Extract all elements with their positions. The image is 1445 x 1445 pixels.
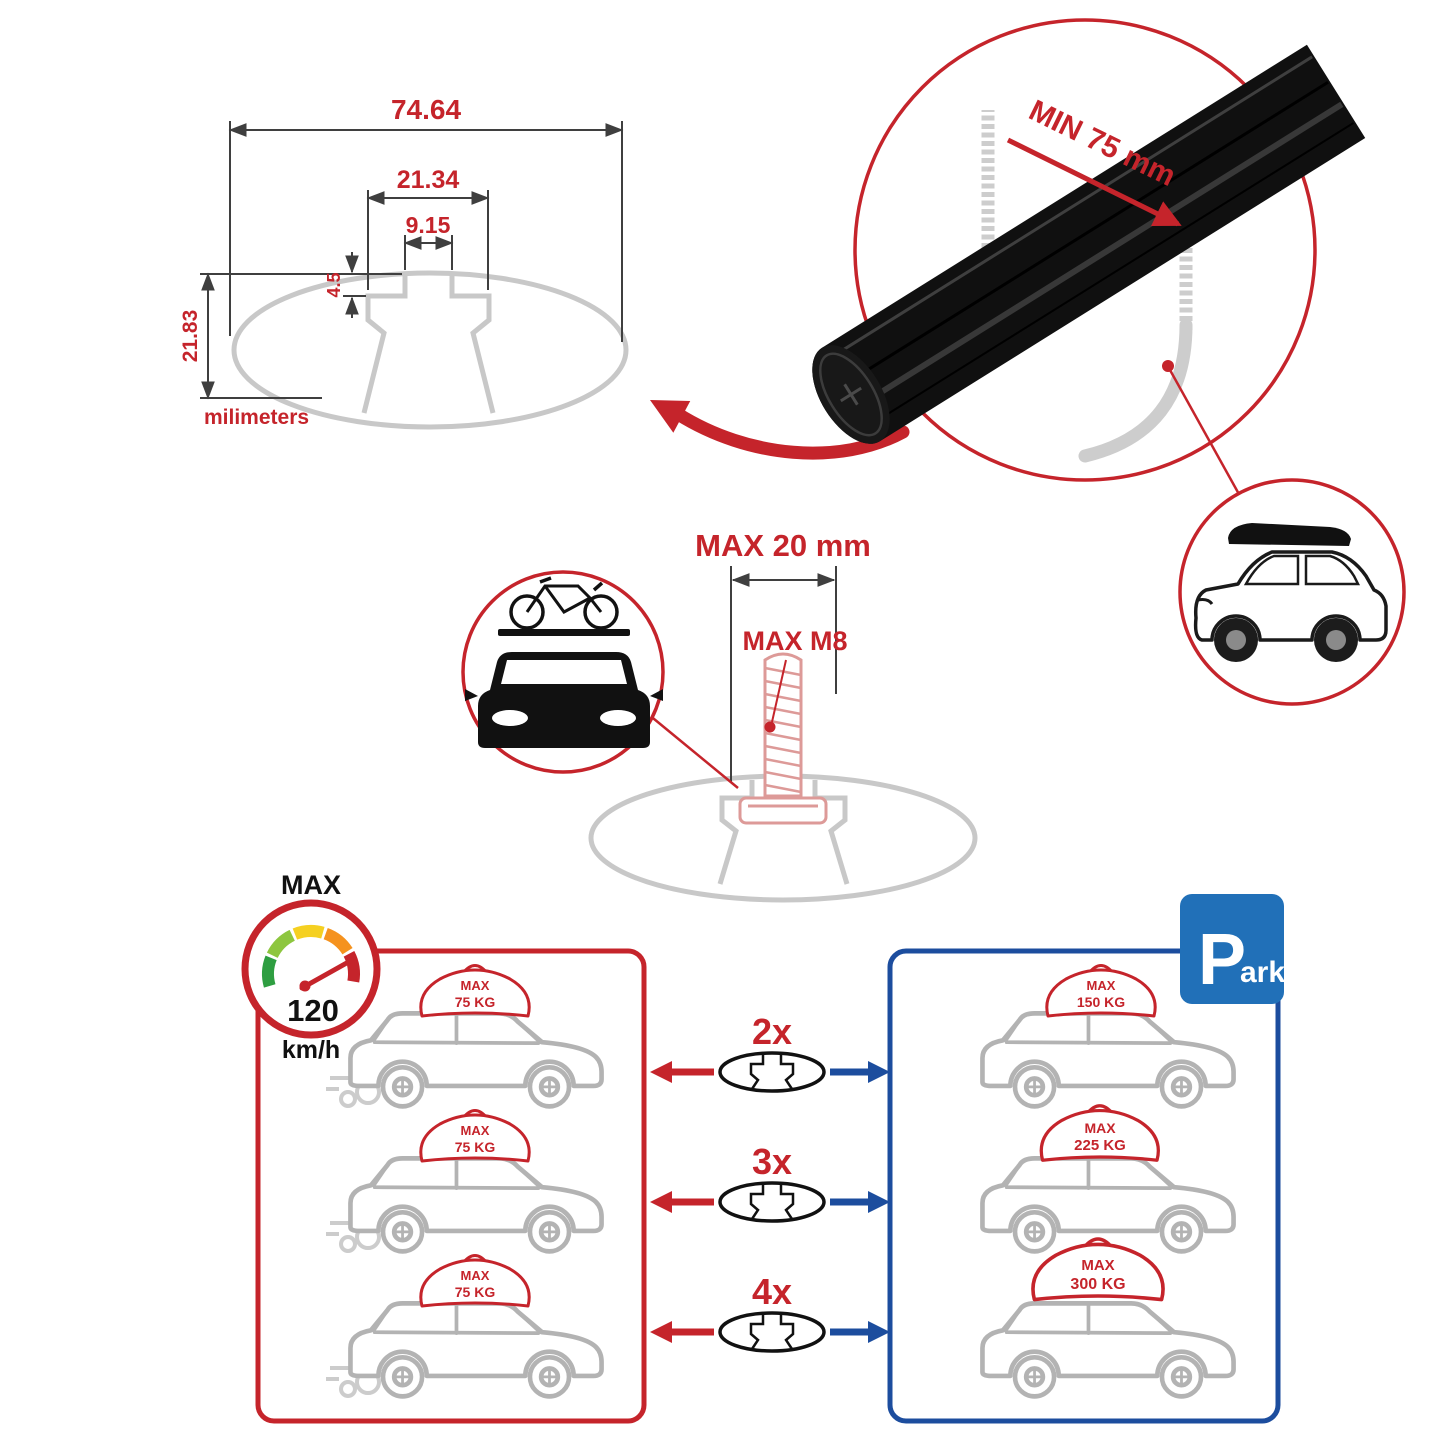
cargo-weight: 225 KG bbox=[1074, 1137, 1126, 1154]
min-span-arrow bbox=[1006, 137, 1182, 227]
roof-bar bbox=[498, 629, 630, 636]
bike-frame bbox=[525, 584, 603, 614]
parking-letter: P bbox=[1198, 920, 1246, 1000]
gauge-ring bbox=[241, 899, 381, 1039]
bolt-illustration bbox=[738, 652, 828, 825]
count-row-2x: 2x bbox=[650, 1011, 890, 1093]
roof-box bbox=[1228, 523, 1351, 546]
headlight bbox=[1197, 598, 1214, 605]
leader-dot bbox=[1162, 360, 1174, 372]
slot-outer-width-value: 21.34 bbox=[397, 166, 460, 194]
crossbar-profile-outline bbox=[231, 270, 629, 430]
cargo-max-label: MAX bbox=[461, 1268, 490, 1283]
max-bolt-length-label: MAX 20 mm bbox=[695, 528, 871, 563]
zoom-circle bbox=[853, 18, 1317, 482]
slot-inner-width-value: 9.15 bbox=[406, 212, 451, 238]
car-front-with-bike-icon bbox=[465, 576, 663, 748]
cargo-max-label: MAX bbox=[1087, 978, 1116, 993]
cargo-weight: 75 KG bbox=[455, 1284, 496, 1300]
bolt-spec-diagram: MAX 20 mm MAX M8 bbox=[461, 528, 978, 903]
multiplier-label: 4x bbox=[752, 1271, 792, 1312]
speed-limit-gauge: MAX 120 km/h bbox=[241, 870, 381, 1064]
moving-cars: MAX 75 KG MAX 75 KG MAX 75 KG bbox=[324, 964, 602, 1397]
cargo-weight: 300 KG bbox=[1070, 1276, 1125, 1293]
parked-cars: MAX 150 KG MAX 225 KG MAX 300 KG bbox=[982, 964, 1233, 1397]
multiplier-label: 3x bbox=[752, 1141, 792, 1182]
crossbar-section-icon bbox=[718, 1181, 826, 1223]
crossbar-section-icon bbox=[718, 1311, 826, 1353]
leader-line bbox=[1168, 369, 1242, 497]
parking-sign: P ark bbox=[1180, 894, 1285, 1004]
multiplier-label: 2x bbox=[752, 1011, 792, 1052]
crossbar-section-icon bbox=[718, 1051, 826, 1093]
count-row-4x: 4x bbox=[650, 1271, 890, 1353]
speed-value: 120 bbox=[287, 993, 339, 1028]
clamp-detail-zoom: MIN 75 mm bbox=[812, 18, 1366, 497]
max-thread-label: MAX M8 bbox=[742, 626, 847, 656]
parking-suffix: ark bbox=[1240, 956, 1285, 989]
circle-connector-line bbox=[647, 713, 739, 789]
count-row-3x: 3x bbox=[650, 1141, 890, 1223]
detail-pointer-arrow bbox=[650, 400, 910, 460]
cargo-weight: 75 KG bbox=[455, 994, 496, 1010]
slot-depth-value: 4.5 bbox=[324, 272, 344, 297]
cargo-max-label: MAX bbox=[1084, 1120, 1116, 1136]
gauge-needle bbox=[299, 957, 355, 991]
total-width-value: 74.64 bbox=[391, 94, 461, 125]
bolt-dimension-lines bbox=[730, 566, 837, 782]
crossbar-3d-render bbox=[812, 44, 1366, 444]
total-height-value: 21.83 bbox=[179, 310, 202, 363]
cargo-max-label: MAX bbox=[461, 1123, 490, 1138]
speed-unit: km/h bbox=[282, 1036, 340, 1064]
cargo-weight: 75 KG bbox=[455, 1139, 496, 1155]
profile-outline-small bbox=[588, 773, 978, 903]
thread-leader-line bbox=[771, 659, 787, 723]
gauge-arc bbox=[262, 925, 360, 988]
suv-roofbox-badge bbox=[1178, 478, 1406, 706]
speed-max-label: MAX bbox=[281, 870, 341, 900]
cargo-max-label: MAX bbox=[461, 978, 490, 993]
thread-leader-dot bbox=[764, 721, 776, 733]
dimension-lines bbox=[200, 121, 624, 400]
cargo-weight: 150 KG bbox=[1077, 994, 1125, 1010]
crossbar-count-rows: 2x 3x 4x bbox=[650, 1011, 890, 1353]
cargo-max-label: MAX bbox=[1081, 1257, 1114, 1274]
units-label: milimeters bbox=[204, 406, 309, 429]
suv-with-roofbox-illustration bbox=[1193, 523, 1388, 662]
crossbar-profile-dimension-diagram: 74.64 21.34 9.15 4.5 21.83 milimeters bbox=[179, 94, 629, 430]
